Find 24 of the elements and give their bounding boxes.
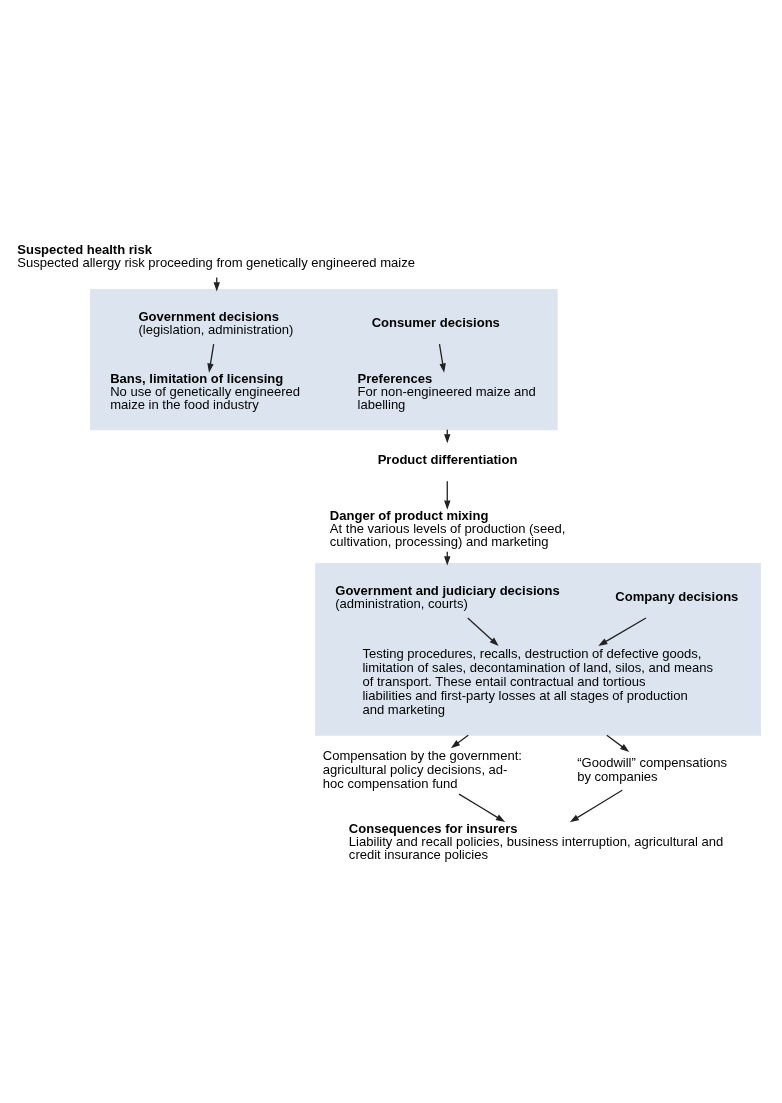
node-text: Bans, limitation of licensing No use of genetically engineered maize in the food industry xyxy=(110,370,301,412)
arrow xyxy=(606,734,630,752)
node-text: Government decisions (legislation, administration) xyxy=(138,308,294,337)
arrow xyxy=(458,793,506,823)
node-text: Danger of product mixing At the various levels of production (seed, cultivation, processing) and marketing xyxy=(329,507,566,549)
node-text: Government and judiciary decisions (administration, courts) xyxy=(335,582,560,611)
arrow xyxy=(569,789,623,823)
arrow xyxy=(598,617,647,646)
node-text: Testing procedures, recalls, destruction of defective goods, limitation of sales, decontamination of land, silos, and means of transport. These entail contractual and tortious liabilities and first-party losses at all stages of production and marketing xyxy=(362,645,714,718)
node-text: Preferences For non-engineered maize and labelling xyxy=(357,370,536,412)
arrow xyxy=(438,343,446,373)
node-text: Consumer decisions xyxy=(371,314,500,330)
arrow xyxy=(444,480,451,510)
node-text: “Goodwill” compensations by companies xyxy=(577,754,728,785)
node-text: Company decisions xyxy=(615,588,739,604)
node-text: Suspected health risk Suspected allergy risk proceeding from genetically engineered maize xyxy=(17,242,415,271)
arrow xyxy=(450,734,469,749)
arrow xyxy=(207,343,215,373)
node-text: Consequences for insurers Liability and recall policies, business interruption, agricultural and credit insurance policies xyxy=(348,820,724,862)
arrow xyxy=(467,617,499,647)
cluster xyxy=(315,562,761,736)
node-text: Product differentiation xyxy=(377,451,518,467)
node-text: Compensation by the government: agricultural policy decisions, ad-hoc compensation fund xyxy=(322,747,522,792)
cluster xyxy=(90,288,558,431)
